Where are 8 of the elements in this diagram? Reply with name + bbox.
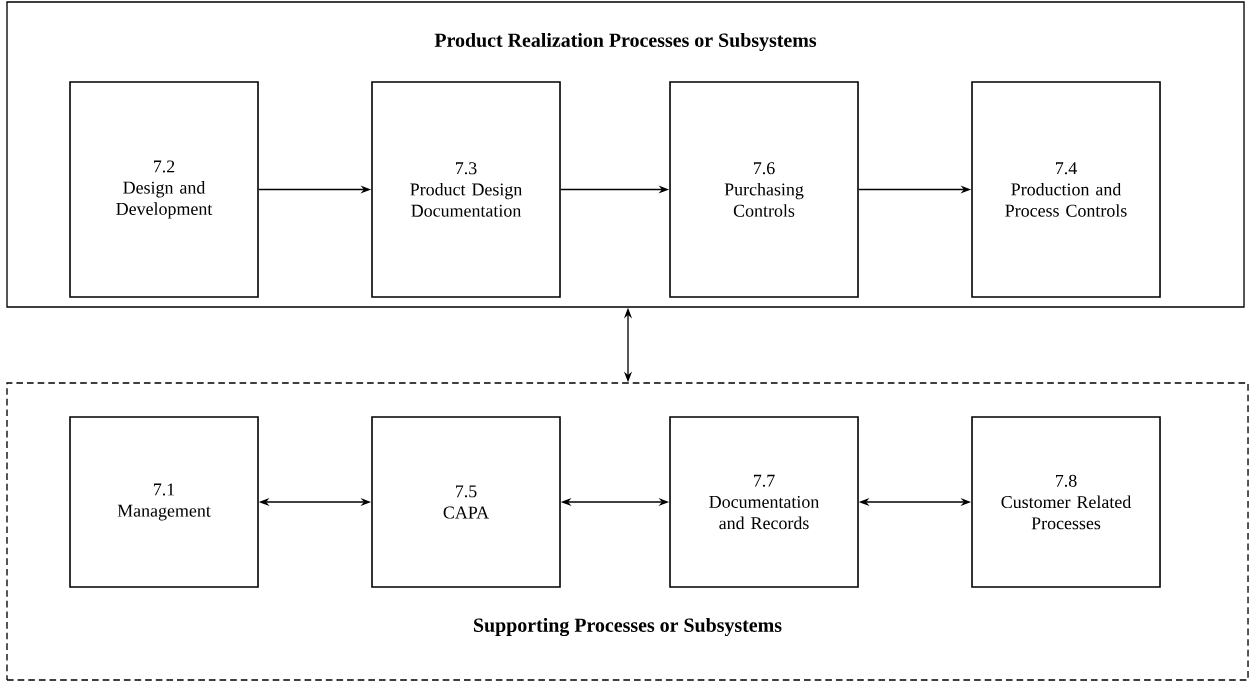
process-box: 7.6 Purchasing Controls bbox=[669, 81, 859, 298]
process-box: 7.3 Product Design Documentation bbox=[371, 81, 561, 298]
process-box: 7.7 Documentation and Records bbox=[669, 416, 859, 588]
process-box: 7.8 Customer Related Processes bbox=[971, 416, 1161, 588]
process-box: 7.2 Design and Development bbox=[69, 81, 259, 298]
process-box: 7.4 Production and Process Controls bbox=[971, 81, 1161, 298]
process-box: 7.5 CAPA bbox=[371, 416, 561, 588]
process-box: 7.1 Management bbox=[69, 416, 259, 588]
